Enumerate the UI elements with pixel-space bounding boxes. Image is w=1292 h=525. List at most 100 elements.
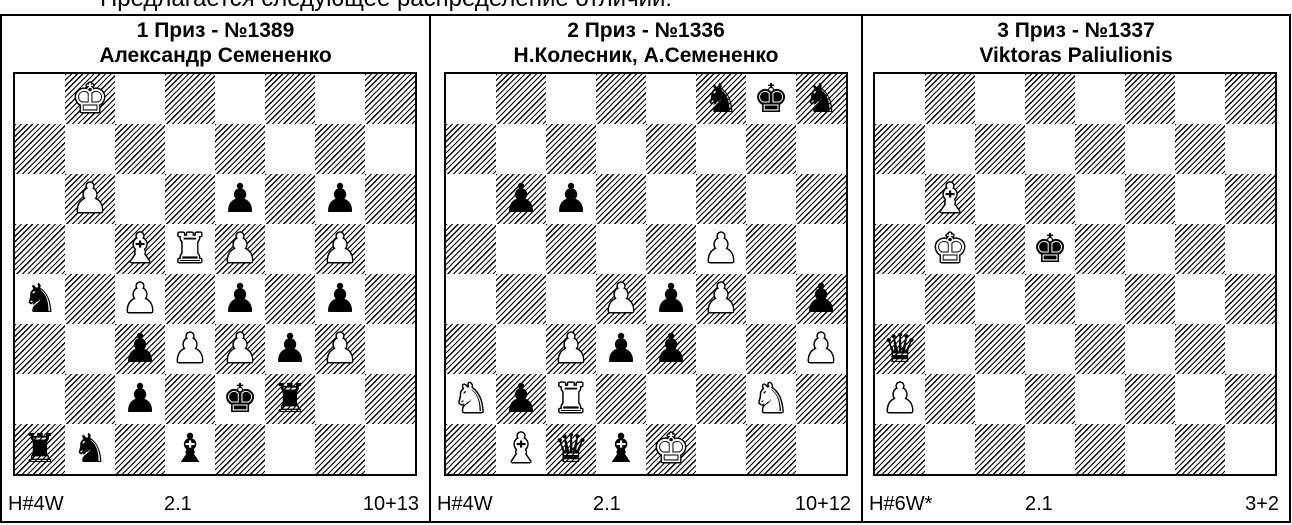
light-square <box>65 224 115 274</box>
light-square <box>115 74 165 124</box>
dark-square <box>1175 424 1225 474</box>
light-square <box>15 74 65 124</box>
light-square <box>1025 124 1075 174</box>
light-square <box>65 124 115 174</box>
light-square <box>1075 174 1125 224</box>
light-square <box>1175 174 1225 224</box>
dark-square <box>746 224 796 274</box>
white-pawn-icon: ♟ <box>65 174 115 224</box>
light-square <box>696 324 746 374</box>
dark-square <box>265 74 315 124</box>
white-bishop-icon: ♝ <box>115 224 165 274</box>
dark-square <box>315 124 365 174</box>
white-king-icon: ♚ <box>925 224 975 274</box>
light-square <box>875 274 925 324</box>
problem-footer: H#6W* 2.1 3+2 <box>863 487 1289 521</box>
light-square <box>115 174 165 224</box>
dark-square <box>875 224 925 274</box>
black-knight-icon: ♞ <box>796 74 846 124</box>
light-square <box>975 174 1025 224</box>
light-square <box>696 124 746 174</box>
dark-square <box>1075 124 1125 174</box>
white-king-icon: ♚ <box>646 424 696 474</box>
light-square <box>1125 124 1175 174</box>
light-square <box>1175 374 1225 424</box>
white-pawn-icon: ♟ <box>315 324 365 374</box>
dark-square <box>746 124 796 174</box>
dark-square <box>1125 174 1175 224</box>
light-square <box>1225 424 1275 474</box>
light-square <box>265 424 315 474</box>
dark-square <box>546 124 596 174</box>
black-king-icon: ♚ <box>215 374 265 424</box>
light-square <box>1075 374 1125 424</box>
light-square <box>15 174 65 224</box>
white-pawn-icon: ♟ <box>315 224 365 274</box>
light-square <box>65 324 115 374</box>
light-square <box>1225 124 1275 174</box>
version: 2.1 <box>1025 487 1053 521</box>
dark-square <box>696 374 746 424</box>
light-square <box>975 74 1025 124</box>
dark-square <box>446 424 496 474</box>
white-pawn-icon: ♟ <box>215 224 265 274</box>
black-bishop-icon: ♝ <box>596 424 646 474</box>
dark-square <box>265 174 315 224</box>
dark-square <box>1225 174 1275 224</box>
dark-square <box>975 424 1025 474</box>
piece-count: 10+13 <box>363 487 419 521</box>
black-pawn-icon: ♟ <box>496 174 546 224</box>
dark-square <box>165 174 215 224</box>
light-square <box>1125 224 1175 274</box>
chessboard: ♞♚♞♟♟♟♟♟♟♟♟♟♟♟♞♟♜♞♝♛♝♚ <box>444 72 848 476</box>
dark-square <box>1125 74 1175 124</box>
dark-square <box>975 124 1025 174</box>
dark-square <box>496 74 546 124</box>
dark-square <box>15 324 65 374</box>
black-rook-icon: ♜ <box>265 374 315 424</box>
dark-square <box>65 374 115 424</box>
dark-square <box>875 424 925 474</box>
black-knight-icon: ♞ <box>15 274 65 324</box>
version: 2.1 <box>593 487 621 521</box>
dark-square <box>925 374 975 424</box>
light-square <box>496 224 546 274</box>
dark-square <box>925 274 975 324</box>
white-king-icon: ♚ <box>65 74 115 124</box>
problem-footer: H#4W 2.1 10+12 <box>431 487 861 521</box>
light-square <box>1175 74 1225 124</box>
dark-square <box>1175 324 1225 374</box>
black-pawn-icon: ♟ <box>796 274 846 324</box>
problem-title: 3 Приз - №1337 <box>863 18 1289 43</box>
dark-square <box>596 374 646 424</box>
problem-author: Александр Семененко <box>2 43 429 68</box>
light-square <box>596 224 646 274</box>
dark-square <box>1025 274 1075 324</box>
problem-card-3: 3 Приз - №1337 Viktoras Paliulionis ♝♚♚♛… <box>863 14 1291 523</box>
dark-square <box>115 424 165 474</box>
dark-square <box>546 224 596 274</box>
dark-square <box>165 74 215 124</box>
dark-square <box>1075 424 1125 474</box>
light-square <box>646 174 696 224</box>
white-rook-icon: ♜ <box>546 374 596 424</box>
light-square <box>646 374 696 424</box>
black-queen-icon: ♛ <box>546 424 596 474</box>
light-square <box>1025 424 1075 474</box>
light-square <box>546 274 596 324</box>
dark-square <box>1225 374 1275 424</box>
black-pawn-icon: ♟ <box>646 324 696 374</box>
black-king-icon: ♚ <box>746 74 796 124</box>
light-square <box>496 324 546 374</box>
chessboard: ♚♟♟♟♝♜♟♟♞♟♟♟♟♟♟♟♟♟♚♜♜♞♝ <box>13 72 417 476</box>
light-square <box>165 124 215 174</box>
black-pawn-icon: ♟ <box>215 274 265 324</box>
light-square <box>796 124 846 174</box>
dark-square <box>1125 374 1175 424</box>
white-pawn-icon: ♟ <box>115 274 165 324</box>
white-knight-icon: ♞ <box>446 374 496 424</box>
light-square <box>975 274 1025 324</box>
black-pawn-icon: ♟ <box>315 274 365 324</box>
light-square <box>796 224 846 274</box>
dark-square <box>265 274 315 324</box>
